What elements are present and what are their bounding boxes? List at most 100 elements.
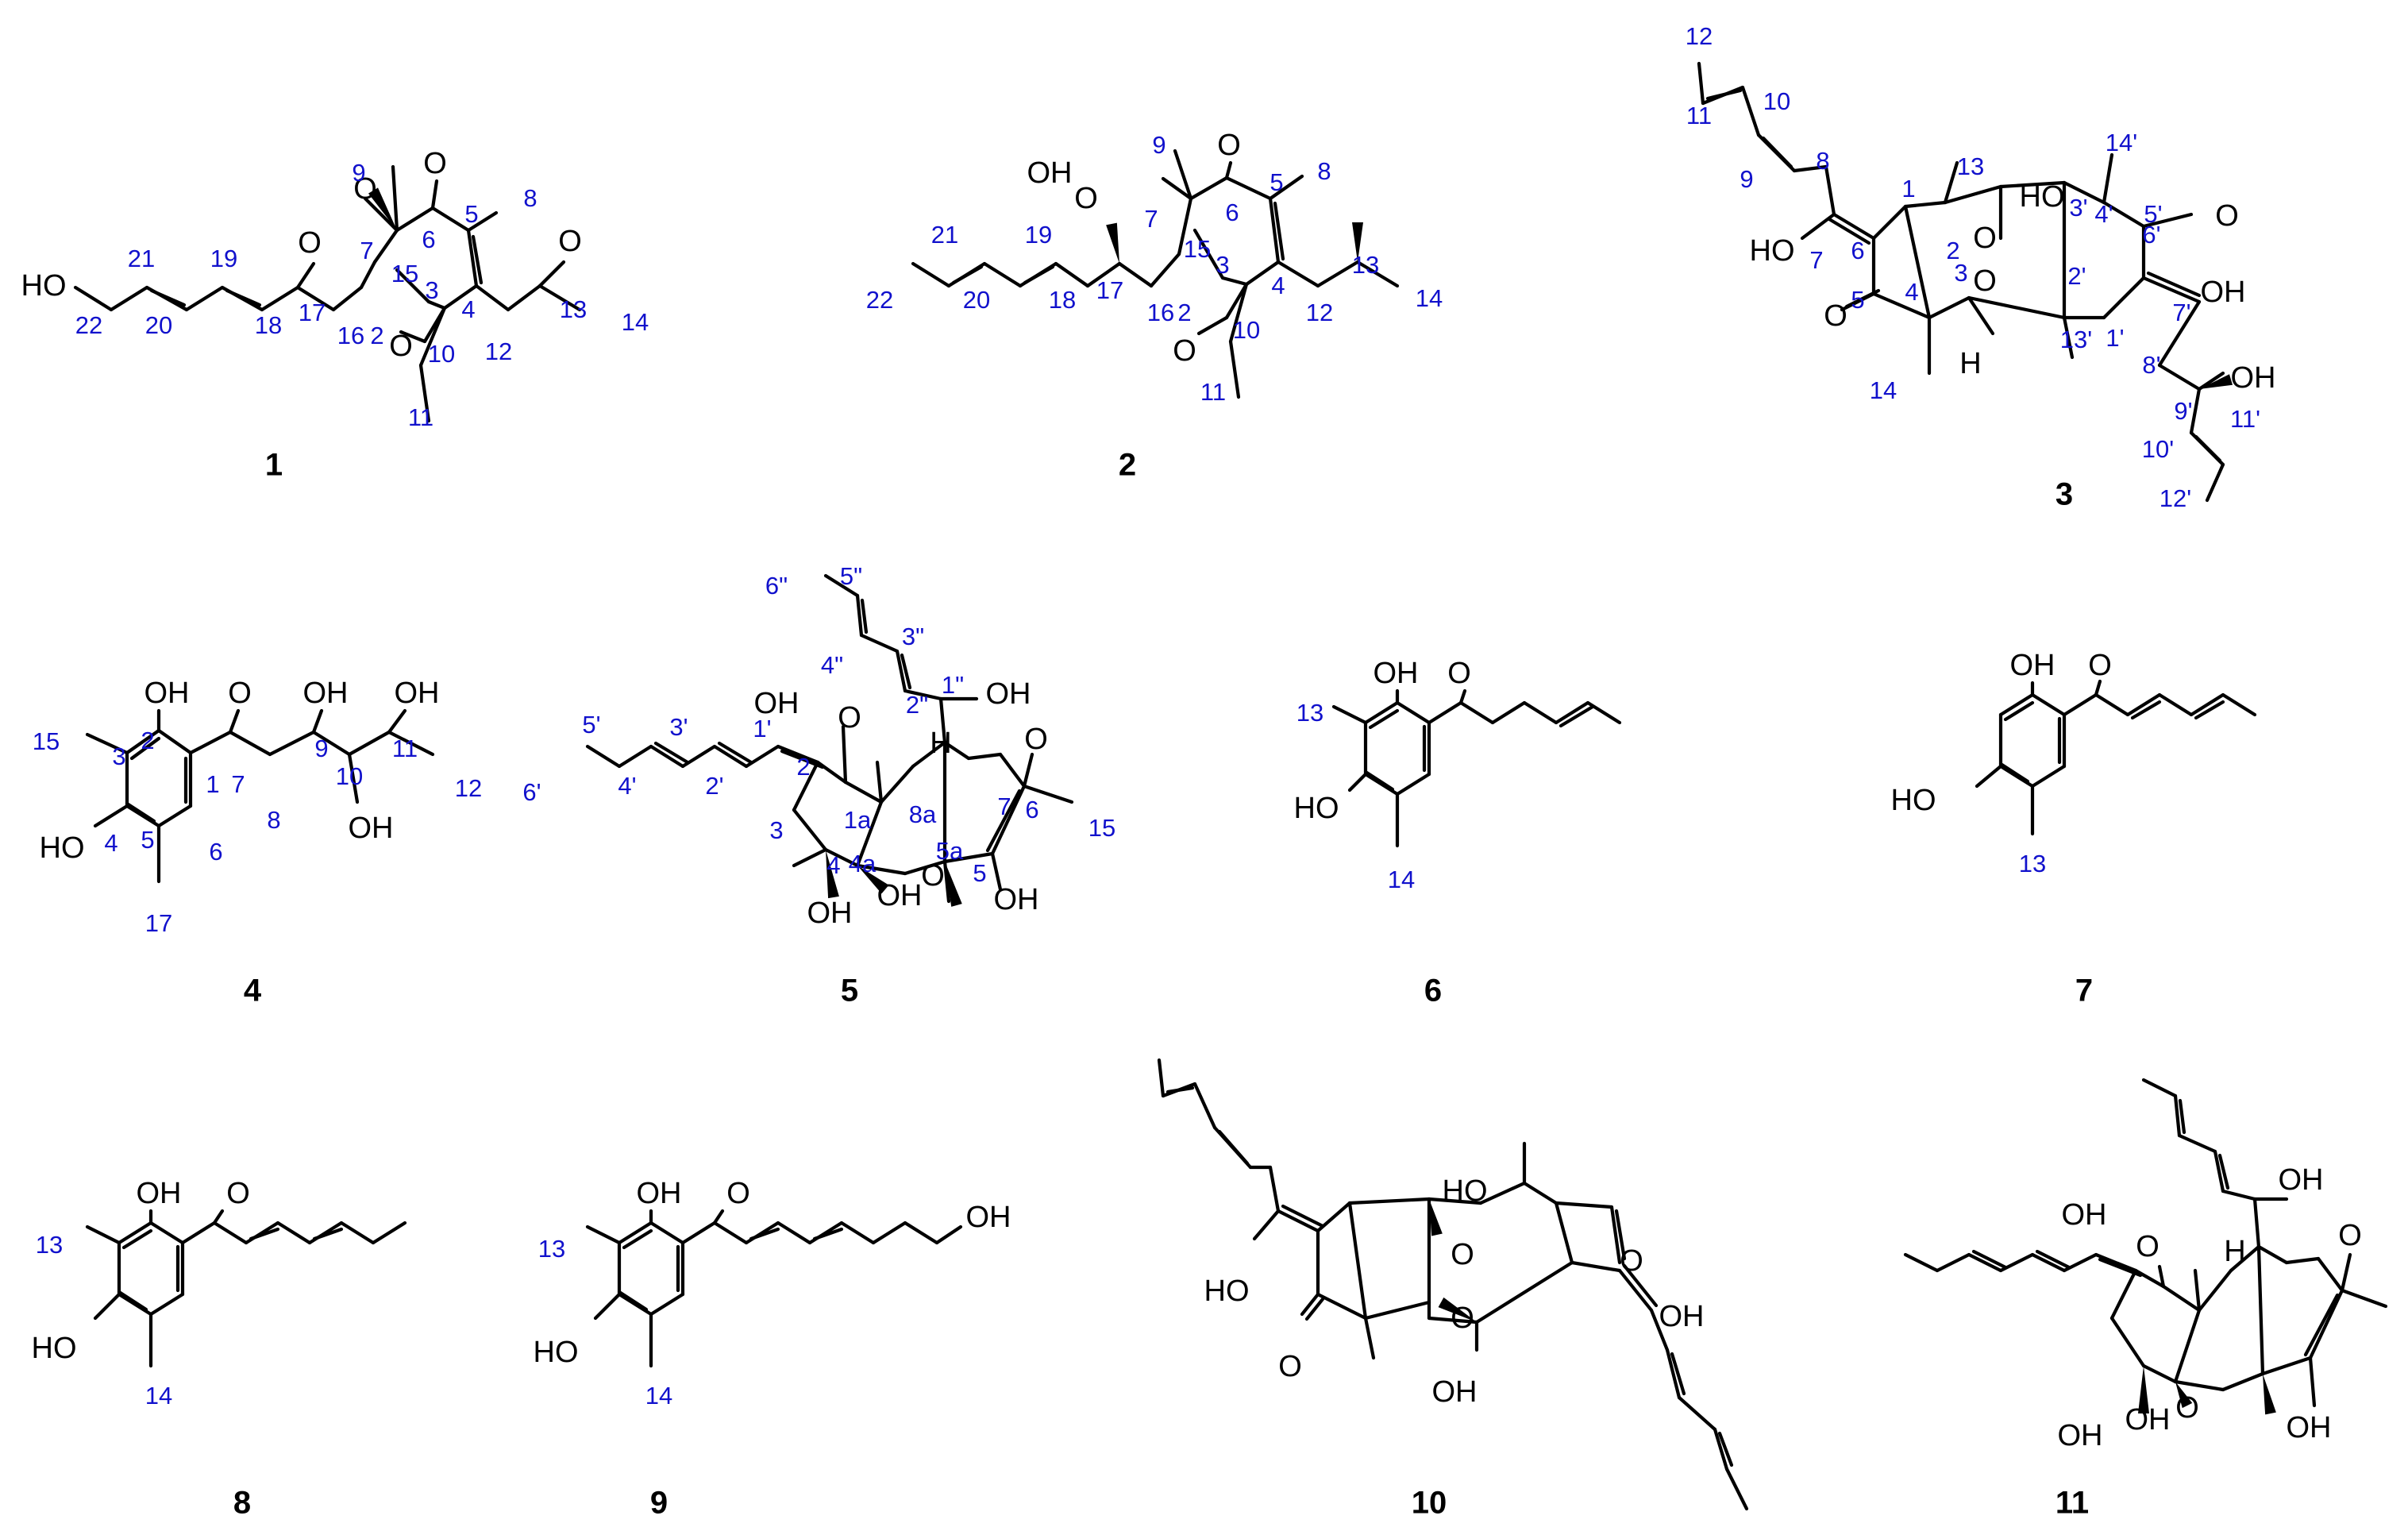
bond-line xyxy=(1792,164,1828,173)
bond-line xyxy=(1355,260,1400,288)
carbon-number-label: 13 xyxy=(538,1235,565,1263)
carbon-number-label: 7 xyxy=(1144,205,1158,233)
wedge-bond xyxy=(1438,1297,1477,1322)
bond-line xyxy=(125,801,156,823)
wedge-bond xyxy=(1429,1199,1443,1236)
bond-line xyxy=(895,649,907,693)
carbon-number-label: 5" xyxy=(840,562,862,590)
carbon-number-label: 13 xyxy=(1352,251,1379,279)
atom-label: O xyxy=(1173,334,1196,368)
carbon-number-label: 7' xyxy=(2172,299,2190,326)
carbon-number-label: 21 xyxy=(128,245,155,272)
bond-line xyxy=(593,1292,622,1321)
bond-line xyxy=(1458,700,1495,725)
carbon-number-label: 5 xyxy=(1851,286,1864,314)
bond-line xyxy=(1622,1263,1659,1308)
atom-label: OH xyxy=(2125,1403,2171,1437)
bond-line xyxy=(812,1227,844,1241)
atom-label: O xyxy=(921,859,945,893)
bond-line xyxy=(359,260,377,290)
bond-line xyxy=(938,696,947,745)
wedge-bond xyxy=(2199,374,2233,389)
carbon-number-label: 20 xyxy=(145,311,172,339)
bond-line xyxy=(474,283,510,312)
carbon-number-label: 3' xyxy=(2069,194,2087,222)
bond-line xyxy=(903,1221,939,1245)
compound-number-label: 4 xyxy=(244,974,262,1008)
bond-line xyxy=(156,804,193,828)
atom-label: HO xyxy=(32,1332,77,1365)
bond-line xyxy=(260,285,300,312)
bond-line xyxy=(1149,252,1181,288)
wedge-bond xyxy=(945,862,962,907)
bond-line xyxy=(1609,1205,1622,1265)
bond-line xyxy=(2062,315,2075,360)
atom-label: OH xyxy=(2231,361,2276,395)
bond-line xyxy=(2256,1244,2289,1265)
bond-line xyxy=(506,283,542,312)
bond-line xyxy=(1903,200,1948,209)
carbon-number-label: 14 xyxy=(1388,866,1415,893)
carbon-number-label: 15 xyxy=(1184,235,1211,263)
bond-line xyxy=(1228,282,1249,344)
carbon-number-label: 3' xyxy=(669,713,688,741)
carbon-number-label: 6' xyxy=(522,778,541,806)
bond-line xyxy=(942,859,951,904)
carbon-number-label: 3 xyxy=(769,816,783,844)
atom-label: HO xyxy=(1204,1275,1250,1308)
bond-line xyxy=(537,260,566,288)
atom-label: O xyxy=(1217,129,1241,162)
bond-line xyxy=(1276,260,1320,288)
bond-line xyxy=(85,732,129,755)
carbon-number-label: 1' xyxy=(753,715,771,742)
bond-line xyxy=(2308,1356,2317,1408)
bond-line xyxy=(1273,201,1285,261)
bond-line xyxy=(855,593,864,638)
bond-line xyxy=(2109,1316,2146,1368)
bond-line xyxy=(395,206,435,233)
bond-line xyxy=(2102,152,2114,205)
atom-label: HO xyxy=(2020,180,2065,214)
bond-line xyxy=(653,741,690,765)
atom-label: OH xyxy=(2287,1411,2332,1444)
bond-line xyxy=(942,740,971,761)
carbon-number-label: 4 xyxy=(104,829,118,857)
atom-label: O xyxy=(2338,1219,2362,1252)
atom-label: HO xyxy=(1443,1174,1488,1208)
bond-line xyxy=(2221,1189,2257,1201)
bond-line xyxy=(1316,1201,1352,1233)
bond-line xyxy=(347,752,360,804)
carbon-number-label: 12 xyxy=(455,774,482,802)
atom-label: O xyxy=(1824,299,1847,333)
bond-line xyxy=(1363,772,1400,796)
carbon-number-label: 3" xyxy=(902,623,924,650)
bond-line xyxy=(73,285,114,312)
bond-line xyxy=(2109,1268,2138,1321)
carbon-number-label: 10 xyxy=(428,340,455,368)
atom-label: O xyxy=(389,330,413,363)
bond-line xyxy=(85,1224,121,1245)
bond-line xyxy=(1458,688,1467,705)
bond-line xyxy=(1363,700,1400,725)
bond-line xyxy=(121,1228,153,1250)
atom-label: OH xyxy=(2010,649,2055,682)
bond-line xyxy=(1316,260,1360,288)
bond-line xyxy=(859,633,900,654)
compound-number-label: 1 xyxy=(265,448,283,483)
atom-label: OH xyxy=(986,677,1031,711)
bond-line xyxy=(1998,762,2030,784)
wedge-bond xyxy=(826,850,839,899)
wedge-bond xyxy=(368,187,397,230)
carbon-number-label: 5' xyxy=(582,711,600,739)
bond-line xyxy=(117,1292,153,1317)
carbon-number-label: 5' xyxy=(2144,200,2162,228)
carbon-number-label: 12 xyxy=(1686,22,1713,50)
bond-line xyxy=(998,752,1027,789)
bond-line xyxy=(2193,1268,2202,1313)
carbon-number-label: 14' xyxy=(2106,129,2137,156)
carbon-number-label: 11' xyxy=(2230,405,2260,433)
bond-line xyxy=(2030,692,2067,717)
atom-label: O xyxy=(1973,222,1997,255)
carbon-number-label: 3 xyxy=(425,276,438,304)
wedge-bond xyxy=(1352,222,1363,262)
